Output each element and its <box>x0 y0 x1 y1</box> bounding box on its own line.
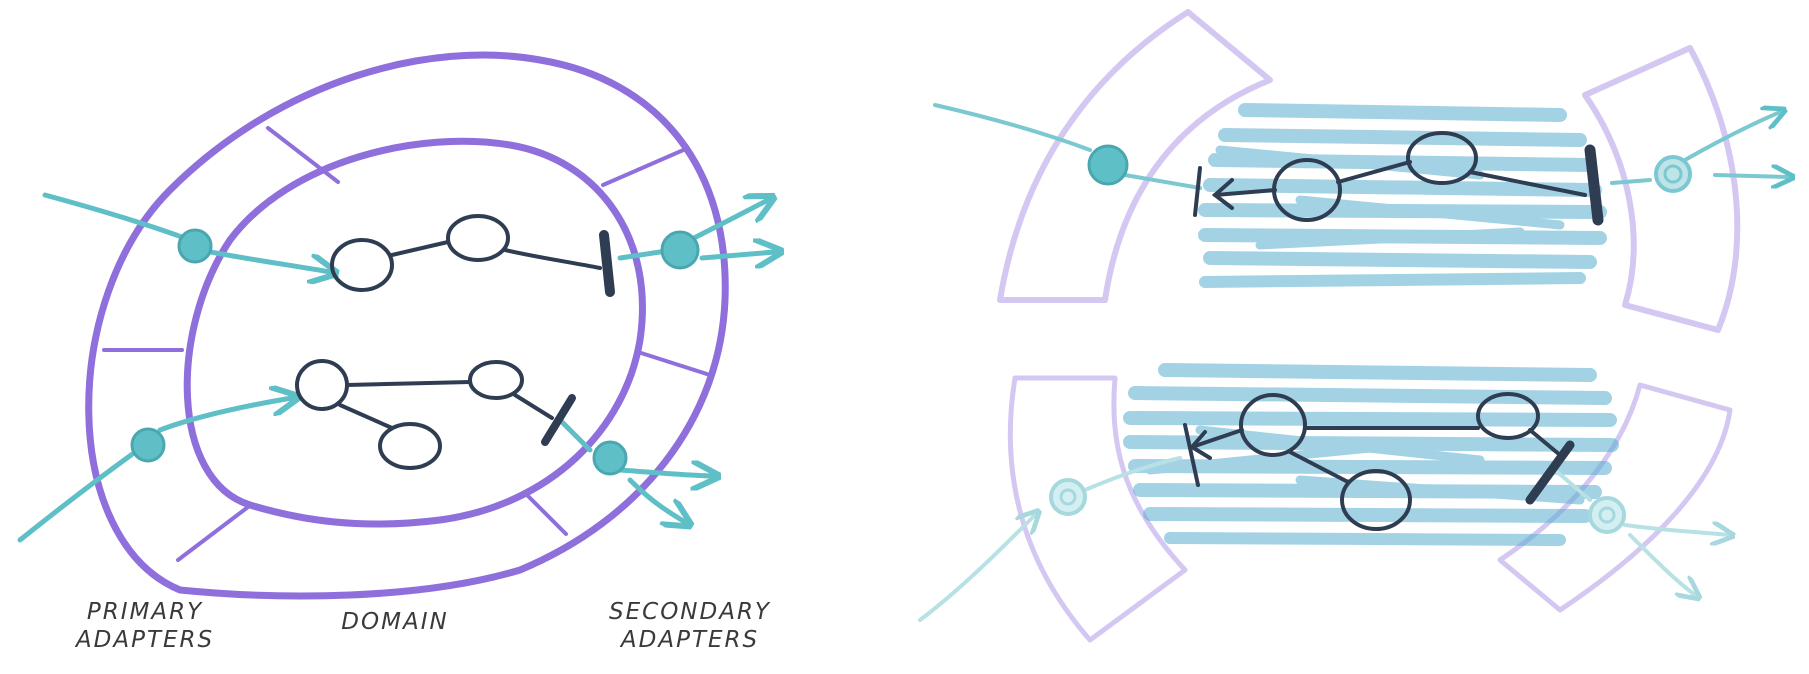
inner-domain-ring <box>183 137 646 528</box>
top-primary-port <box>1087 144 1129 186</box>
top-secondary-port-inner <box>1663 164 1683 184</box>
primary-adapters-label-line2: ADAPTERS <box>75 627 215 653</box>
primary-port-top <box>177 228 213 264</box>
bottom-port-stopper <box>1525 440 1575 505</box>
top-domain-fill <box>1198 103 1607 288</box>
bottom-left-adapter-arc <box>1007 375 1188 643</box>
bottom-secondary-port <box>1588 496 1626 534</box>
adapter-segment-dividers <box>102 126 712 562</box>
bottom-secondary-port-inner <box>1598 506 1616 524</box>
top-domain-objects <box>1193 131 1587 222</box>
primary-port-bottom <box>130 427 166 463</box>
secondary-adapters-label-line2: ADAPTERS <box>620 627 760 653</box>
right-top-diagram <box>933 9 1788 333</box>
outer-adapter-ring <box>85 51 729 600</box>
primary-adapters-label: PRIMARY ADAPTERS <box>60 598 230 654</box>
secondary-adapters-label-line1: SECONDARY <box>609 599 771 625</box>
right-bottom-diagram <box>918 363 1733 643</box>
top-right-adapter-arc <box>1582 45 1741 333</box>
primary-adapters-label-line1: PRIMARY <box>86 599 204 625</box>
bottom-domain-fill <box>1123 363 1619 546</box>
bottom-port-arrows <box>918 456 1728 622</box>
bottom-primary-port <box>1049 478 1087 516</box>
bottom-domain-objects <box>1183 392 1562 531</box>
bottom-right-adapter-arc <box>1497 382 1733 613</box>
bottom-primary-port-inner <box>1059 488 1077 506</box>
secondary-port-top <box>660 230 700 270</box>
left-ports <box>130 228 700 476</box>
top-left-adapter-arc <box>997 9 1273 303</box>
top-port-stopper <box>1584 144 1604 226</box>
secondary-port-bottom <box>592 440 628 476</box>
top-secondary-port <box>1654 155 1692 193</box>
left-domain-objects <box>295 214 602 470</box>
left-diagram <box>17 51 775 600</box>
domain-label: DOMAIN <box>310 608 480 636</box>
top-port-arrows <box>933 103 1788 190</box>
left-port-arrows <box>17 192 775 543</box>
domain-label-text: DOMAIN <box>341 609 449 635</box>
left-port-stoppers <box>541 230 615 446</box>
secondary-adapters-label: SECONDARY ADAPTERS <box>590 598 790 654</box>
